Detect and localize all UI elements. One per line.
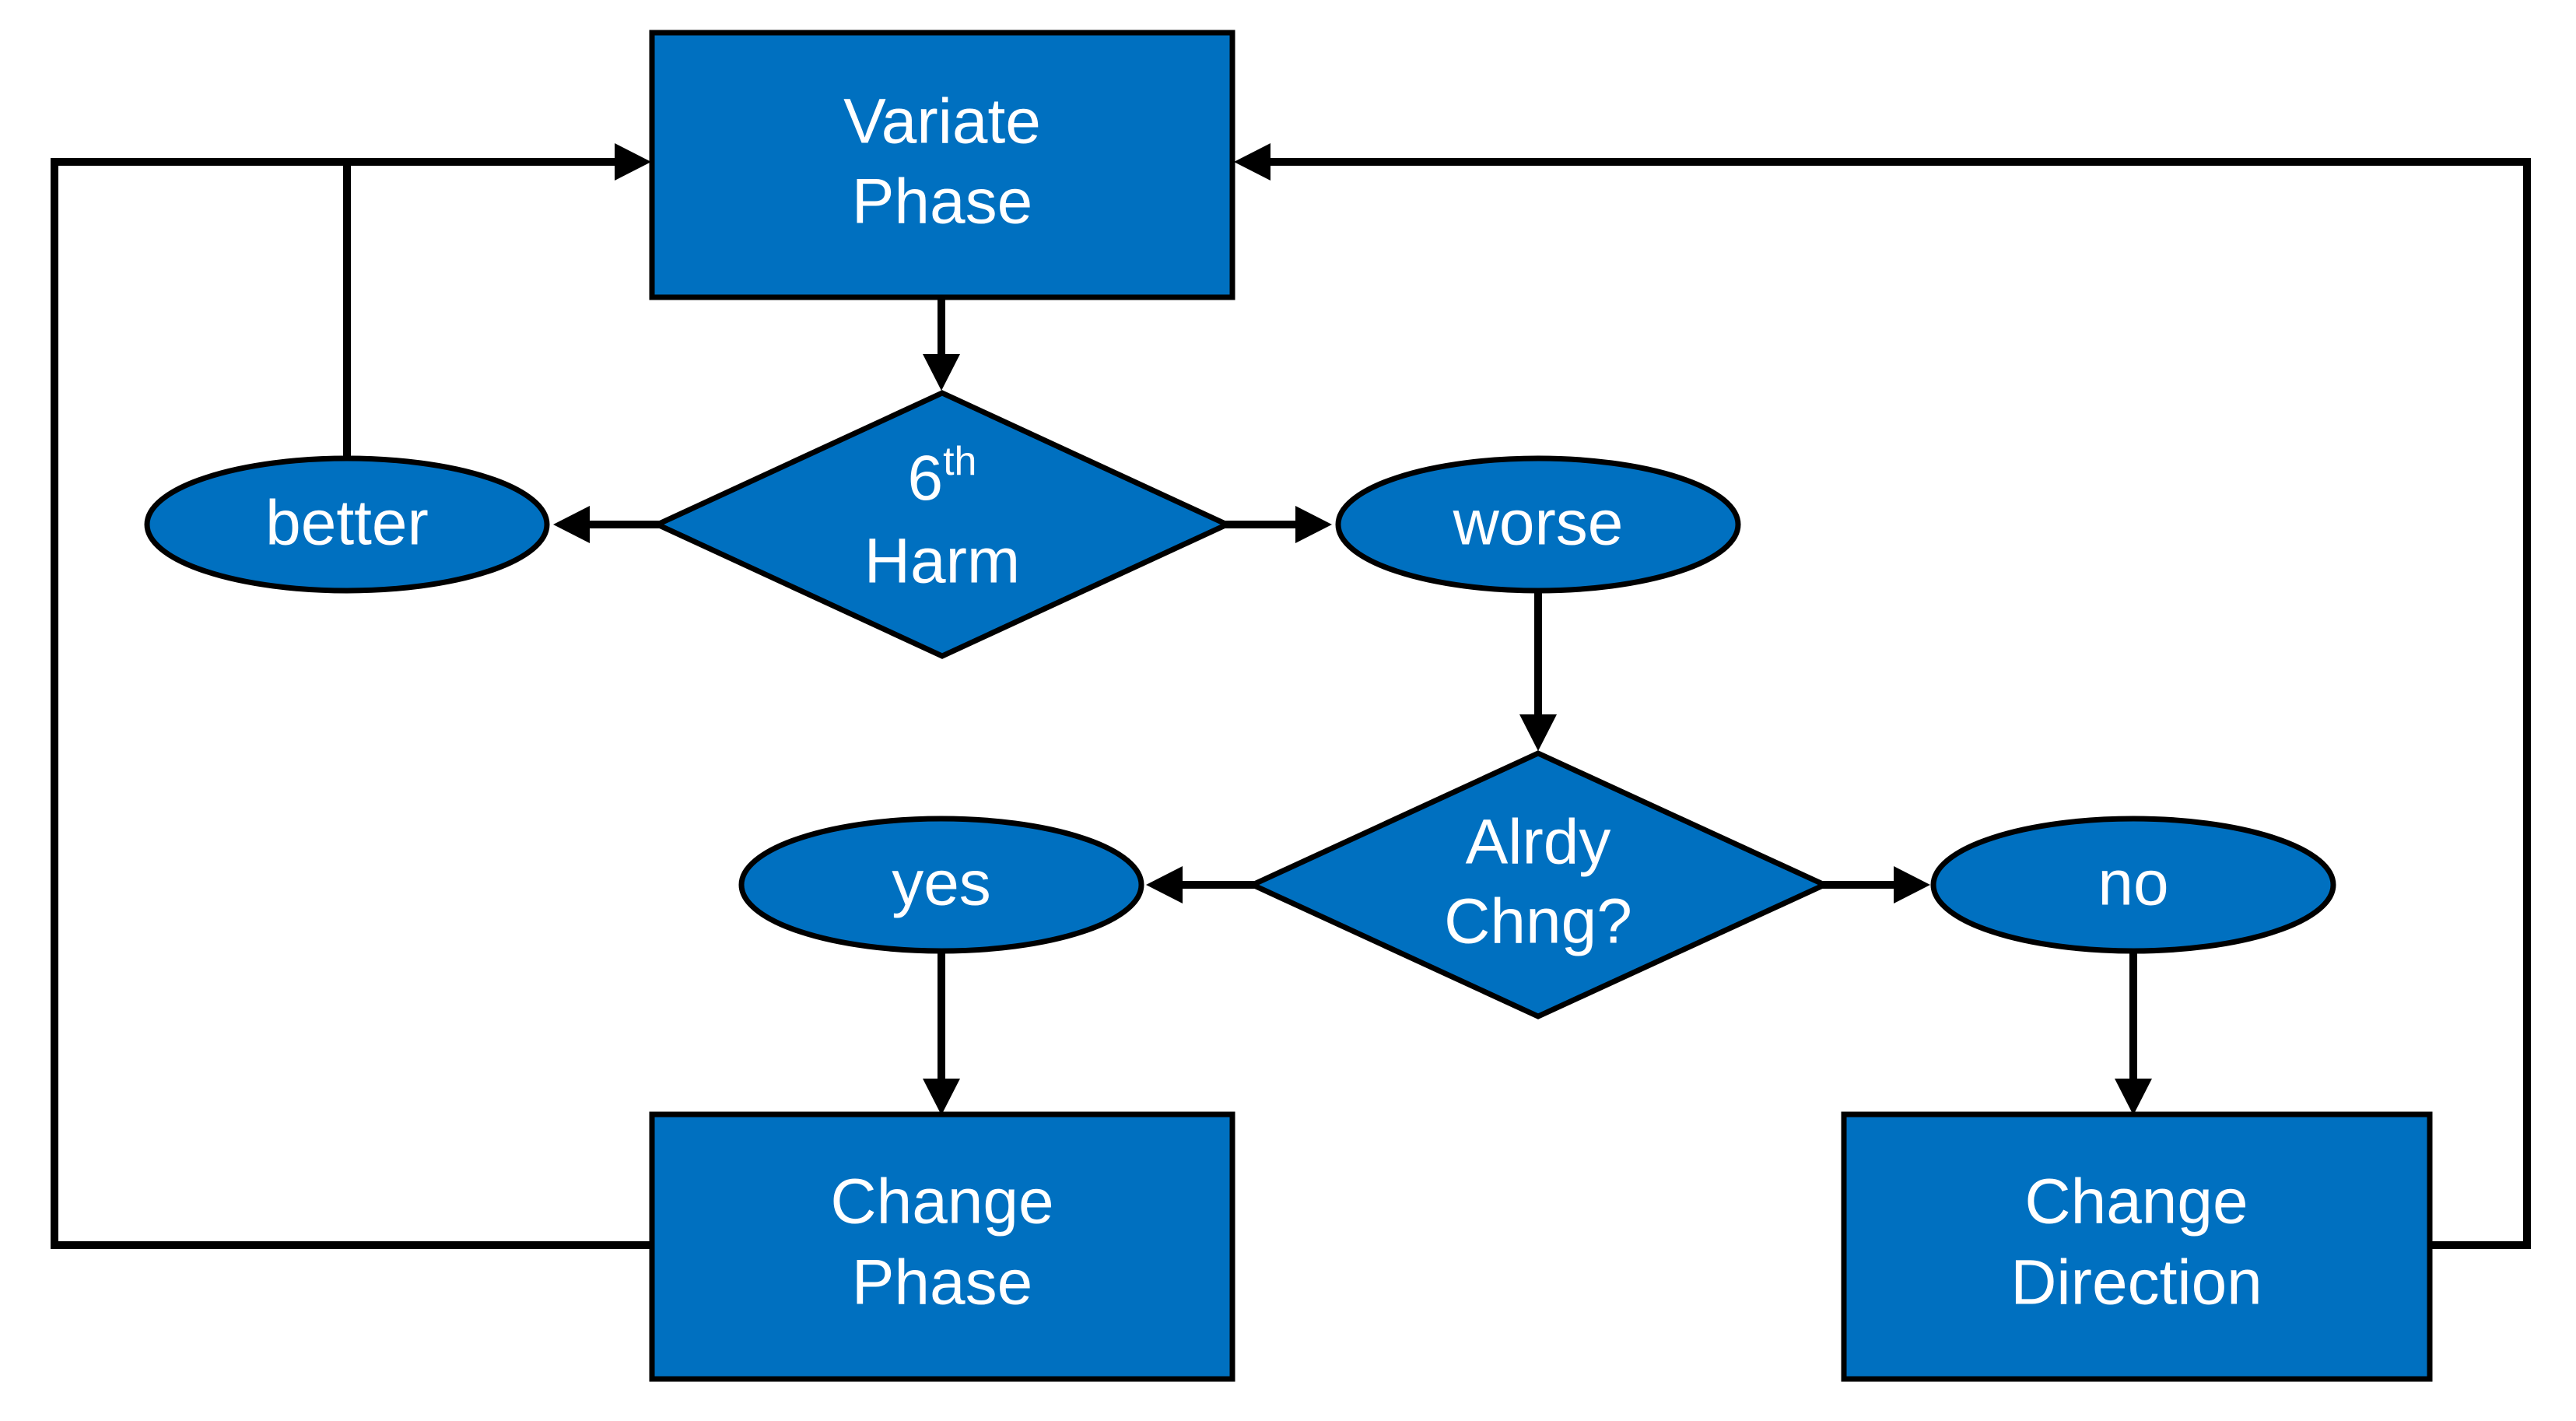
change-phase-line1: Change [830, 1167, 1053, 1237]
arrowhead-alrdy-to-yes [1146, 866, 1183, 903]
arrowhead-alrdy-to-no [1894, 866, 1930, 903]
already-changed-line2: Chng? [1444, 886, 1632, 957]
arrowhead-worse-to-alrdy [1519, 714, 1557, 751]
node-worse: worse [1335, 455, 1741, 594]
sixth-harm-line1: 6th [908, 439, 977, 514]
variate-phase-line2: Phase [852, 167, 1033, 237]
arrowhead-harm-to-better [553, 506, 590, 543]
node-variate-phase: Variate Phase [649, 30, 1235, 300]
sixth-harm-line2: Harm [864, 526, 1020, 597]
variate-phase-line1: Variate [843, 86, 1041, 157]
arrowhead-harm-to-worse [1295, 506, 1332, 543]
node-better: better [144, 455, 550, 594]
node-change-direction: Change Direction [1841, 1111, 2433, 1382]
worse-label: worse [1453, 488, 1624, 559]
change-direction-line2: Direction [2010, 1247, 2262, 1318]
arrowhead-into-variate-right [1234, 143, 1270, 181]
sixth-harm-superscript: th [943, 439, 976, 484]
arrowhead-yes-to-change-phase [923, 1079, 960, 1115]
arrowhead-no-to-change-direction [2115, 1079, 2152, 1115]
no-label: no [2098, 848, 2168, 919]
node-yes: yes [738, 816, 1144, 954]
already-changed-line1: Alrdy [1466, 807, 1611, 878]
node-already-changed: Alrdy Chng? [1246, 750, 1831, 1019]
yes-label: yes [892, 848, 991, 919]
connectors [51, 143, 2531, 1249]
arrowhead-variate-to-harm [923, 354, 960, 391]
edge-change-phase-loop [51, 158, 654, 1249]
node-change-phase: Change Phase [649, 1111, 1235, 1382]
edge-change-direction-loop [1267, 158, 2531, 1249]
node-sixth-harm: 6th Harm [650, 390, 1234, 659]
sixth-harm-number: 6 [908, 443, 944, 514]
node-no: no [1930, 816, 2336, 954]
change-direction-line1: Change [2024, 1167, 2248, 1237]
better-label: better [265, 488, 429, 559]
arrowhead-into-variate-left [615, 143, 651, 181]
change-phase-line2: Phase [852, 1247, 1033, 1318]
